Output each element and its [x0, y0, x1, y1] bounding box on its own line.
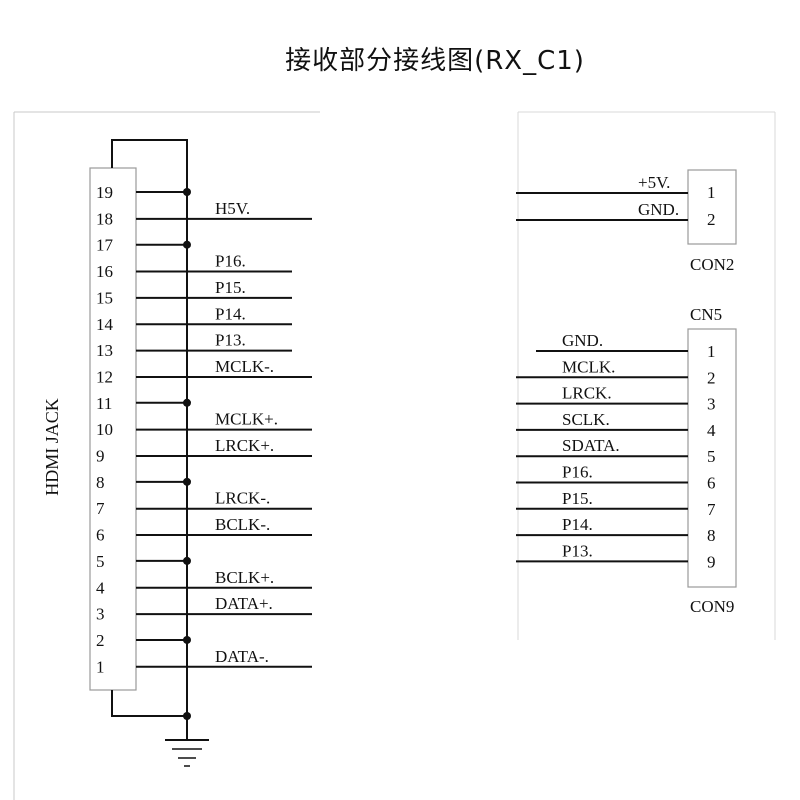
- hdmi-pin-number-4: 4: [96, 578, 105, 597]
- con9-pin-number-1: 1: [707, 342, 716, 361]
- hdmi-pin-number-11: 11: [96, 394, 112, 413]
- hdmi-pin-number-15: 15: [96, 288, 113, 307]
- hdmi-pin-number-5: 5: [96, 552, 105, 571]
- con2-pin-2-signal-label: GND.: [638, 200, 679, 219]
- con9-pin-number-6: 6: [707, 474, 716, 493]
- hdmi-pin-1-signal-label: DATA-.: [215, 647, 269, 666]
- hdmi-pin-3-signal-label: DATA+.: [215, 594, 273, 613]
- hdmi-pin-number-9: 9: [96, 447, 105, 466]
- con9-pin-6-signal-label: P16.: [562, 463, 593, 482]
- con9-pin-number-4: 4: [707, 421, 716, 440]
- con2-pin-number-1: 1: [707, 183, 716, 202]
- hdmi-pin-15-signal-label: P15.: [215, 278, 246, 297]
- ground-junction-dot: [183, 712, 191, 720]
- con9-pin-4-signal-label: SCLK.: [562, 410, 610, 429]
- hdmi-pin-2-junction-dot: [183, 635, 191, 644]
- con2-body: [687, 169, 737, 245]
- hdmi-pin-number-19: 19: [96, 183, 113, 202]
- hdmi-pin-8-junction-dot: [183, 477, 191, 486]
- con9-pin-8-signal-label: P14.: [562, 515, 593, 534]
- hdmi-pin-16-signal-label: P16.: [215, 252, 246, 271]
- hdmi-pin-4-signal-label: BCLK+.: [215, 568, 274, 587]
- hdmi-pin-number-1: 1: [96, 657, 105, 676]
- hdmi-pin-12-signal-label: MCLK-.: [215, 357, 274, 376]
- con9-pin-number-2: 2: [707, 368, 716, 387]
- hdmi-pin-10-signal-label: MCLK+.: [215, 410, 278, 429]
- hdmi-pin-number-3: 3: [96, 605, 105, 624]
- diagram-title: 接收部分接线图(RX_C1): [285, 46, 585, 76]
- hdmi-pin-group: 1918H5V.1716P16.15P15.14P14.13P13.12MCLK…: [96, 183, 312, 676]
- con9-pin-3-signal-label: LRCK.: [562, 384, 612, 403]
- hdmi-jack-body: [89, 167, 137, 691]
- hdmi-pin-5-junction-dot: [183, 556, 191, 565]
- hdmi-pin-17-junction-dot: [183, 240, 191, 249]
- hdmi-pin-number-10: 10: [96, 420, 113, 439]
- hdmi-pin-9-signal-label: LRCK+.: [215, 436, 274, 455]
- hdmi-pin-18-signal-label: H5V.: [215, 199, 250, 218]
- hdmi-pin-number-2: 2: [96, 631, 105, 650]
- ground-bus-bottom: [111, 690, 187, 717]
- hdmi-pin-number-13: 13: [96, 341, 113, 360]
- con9-pin-7-signal-label: P15.: [562, 489, 593, 508]
- hdmi-pin-number-12: 12: [96, 367, 113, 386]
- con9-pin-number-3: 3: [707, 395, 716, 414]
- hdmi-jack-label: HDMI JACK: [42, 398, 62, 496]
- hdmi-pin-13-signal-label: P13.: [215, 331, 246, 350]
- hdmi-pin-11-junction-dot: [183, 398, 191, 407]
- hdmi-pin-number-18: 18: [96, 209, 113, 228]
- hdmi-pin-7-signal-label: LRCK-.: [215, 489, 270, 508]
- con9-pin-9-signal-label: P13.: [562, 541, 593, 560]
- hdmi-pin-number-6: 6: [96, 526, 105, 545]
- ground-bus-top: [111, 139, 188, 190]
- hdmi-pin-19-junction-dot: [183, 188, 191, 196]
- hdmi-pin-number-16: 16: [96, 262, 113, 281]
- con9-body: [687, 328, 737, 588]
- cn5-label: CN5: [690, 305, 722, 324]
- hdmi-pin-number-8: 8: [96, 473, 105, 492]
- hdmi-pin-14-signal-label: P14.: [215, 304, 246, 323]
- con9-pin-1-signal-label: GND.: [562, 331, 603, 350]
- con9-pin-number-7: 7: [707, 500, 716, 519]
- hdmi-pin-number-14: 14: [96, 315, 114, 334]
- con9-pin-number-8: 8: [707, 526, 716, 545]
- hdmi-pin-6-signal-label: BCLK-.: [215, 515, 270, 534]
- con2-label: CON2: [690, 255, 734, 274]
- hdmi-pin-number-17: 17: [96, 236, 114, 255]
- ground-symbol: [165, 739, 209, 767]
- con9-label: CON9: [690, 597, 734, 616]
- con9-pin-number-5: 5: [707, 447, 716, 466]
- con2-pin-number-2: 2: [707, 210, 716, 229]
- hdmi-pin-number-7: 7: [96, 499, 105, 518]
- con2-pin-1-signal-label: +5V.: [638, 173, 670, 192]
- con9-pin-2-signal-label: MCLK.: [562, 357, 615, 376]
- con9-pin-number-9: 9: [707, 552, 716, 571]
- con9-pin-5-signal-label: SDATA.: [562, 436, 620, 455]
